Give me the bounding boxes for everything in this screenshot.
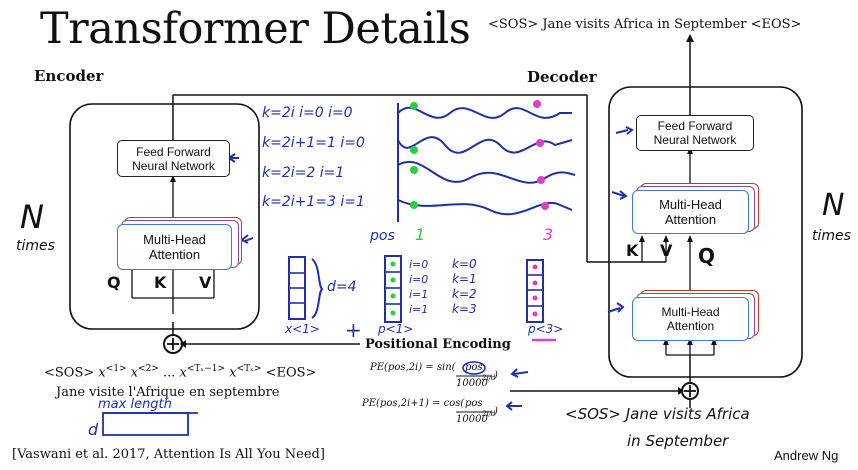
decoder-mha2-label-1: Multi-Head [659,197,722,212]
encoder-label: Encoder [34,67,104,85]
encoder-ffn-label-1: Feed Forward [136,144,211,159]
decoder-ffn-box: Feed Forward Neural Network [636,115,754,151]
formula-sin-rhs: ) [494,370,498,381]
pos-label: pos [370,228,395,244]
encoder-ffn-label-2: Neural Network [132,158,215,173]
input-x1: x [98,365,106,381]
encoder-n-label: N [20,198,44,236]
k-row-0: k=2i i=0 i=0 [262,105,353,121]
p1-vector-label: p<1> [378,322,414,336]
pos-1-label: 1 [415,225,426,244]
formula-cos-exp: 2i/d [482,410,496,418]
decoder-mha1-box: Multi-Head Attention [632,297,749,341]
decoder-k-label: K [626,241,639,260]
d-equals-label: d=4 [327,279,357,295]
i-column: i=0 i=0 i=1 i=1 [409,257,428,317]
formula-sin-lhs: PE(pos,2i) = sin( [370,362,456,373]
k-column: k=0 k=1 k=2 k=3 [452,257,477,317]
k-row-2: k=2i=2 i=1 [262,165,345,181]
k-col-3: k=3 [452,302,477,316]
encoder-mha-box: Multi-Head Attention [117,224,232,270]
formula-sin-den: 10000 [456,378,488,389]
i-col-0: i=0 [409,258,429,271]
formula-sin-num: pos [465,362,483,373]
k-col-2: k=2 [452,287,477,301]
decoder-mha2-label-2: Attention [664,212,717,227]
input-x2: x [130,365,139,381]
input-xtm1: x [179,365,187,381]
d-note: d [88,420,99,439]
output-sentence: <SOS> Jane visits Africa in September <E… [488,17,802,32]
k-row-3: k=2i+1=3 i=1 [262,194,365,210]
positional-encoding-label: Positional Encoding [365,337,511,352]
decoder-n-label: N [822,188,845,223]
encoder-k-label: K [154,273,167,292]
x1-vector-label: x<1> [285,322,320,336]
input-xt-sup: <Tₓ> [236,364,262,374]
decoder-mha1-label-2: Attention [666,319,715,333]
encoder-mha-label-1: Multi-Head [143,232,206,247]
decoder-ffn-label-2: Neural Network [653,133,737,147]
encoder-mha-stack: Multi-Head Attention [117,217,242,271]
formula-cos-num: pos [465,398,483,409]
formula-sin-exp: 2i/d [482,374,496,382]
k-row-1: k=2i+1=1 i=0 [262,135,365,151]
input-dots: ... [163,365,176,381]
credit: Andrew Ng [774,448,839,463]
decoder-input-line1: <SOS> Jane visits Africa [565,405,750,423]
decoder-v-label: V [660,241,673,260]
decoder-mha2-stack: Multi-Head Attention [632,183,759,235]
k-col-1: k=1 [452,272,477,286]
encoder-v-label: V [199,273,212,292]
max-length-note: max length [98,397,172,412]
input-xt: x [229,365,237,381]
pos-3-label: 3 [543,225,554,244]
input-sequence: <SOS> x<1> x<2> ... x<Tₓ−1> x<Tₓ> <EOS> [44,364,316,380]
encoder-mha-label-2: Attention [148,247,201,262]
formula-cos-lhs: PE(pos,2i+1) = cos( [362,398,465,409]
i-col-3: i=1 [409,303,429,316]
decoder-q-label: Q [698,244,716,268]
formula-cos-rhs: ) [494,406,498,417]
decoder-label: Decoder [527,68,597,86]
decoder-mha2-box: Multi-Head Attention [632,190,749,234]
decoder-block [608,86,803,378]
french-sentence: Jane visite l'Afrique en septembre [56,385,280,400]
page-title: Transformer Details [40,4,471,54]
decoder-ffn-label-1: Feed Forward [657,119,733,133]
max-length-box [102,412,189,436]
p1-vector [384,255,402,323]
decoder-mha1-label-1: Multi-Head [661,305,720,319]
input-x1-sup: <1> [105,364,127,374]
p3-vector-label: p<3> [528,322,564,336]
encoder-q-label: Q [107,273,121,292]
input-sos: <SOS> [44,365,95,381]
k-col-0: k=0 [452,257,477,271]
input-x2-sup: <2> [138,364,159,374]
input-xtm1-sup: <Tₓ−1> [186,364,226,374]
i-col-1: i=0 [409,273,429,286]
encoder-block [69,103,260,330]
decoder-times-label: times [812,228,851,244]
formula-cos-den: 10000 [456,414,488,425]
i-col-2: i=1 [409,288,429,301]
citation: [Vaswani et al. 2017, Attention Is All Y… [12,447,325,462]
encoder-ffn-box: Feed Forward Neural Network [117,140,230,177]
input-eos: <EOS> [265,365,317,381]
plus-sign: + [345,318,362,342]
p3-vector [526,259,544,323]
decoder-mha1-stack: Multi-Head Attention [632,290,759,342]
decoder-input-line2: in September [627,432,729,450]
encoder-times-label: times [16,238,55,254]
